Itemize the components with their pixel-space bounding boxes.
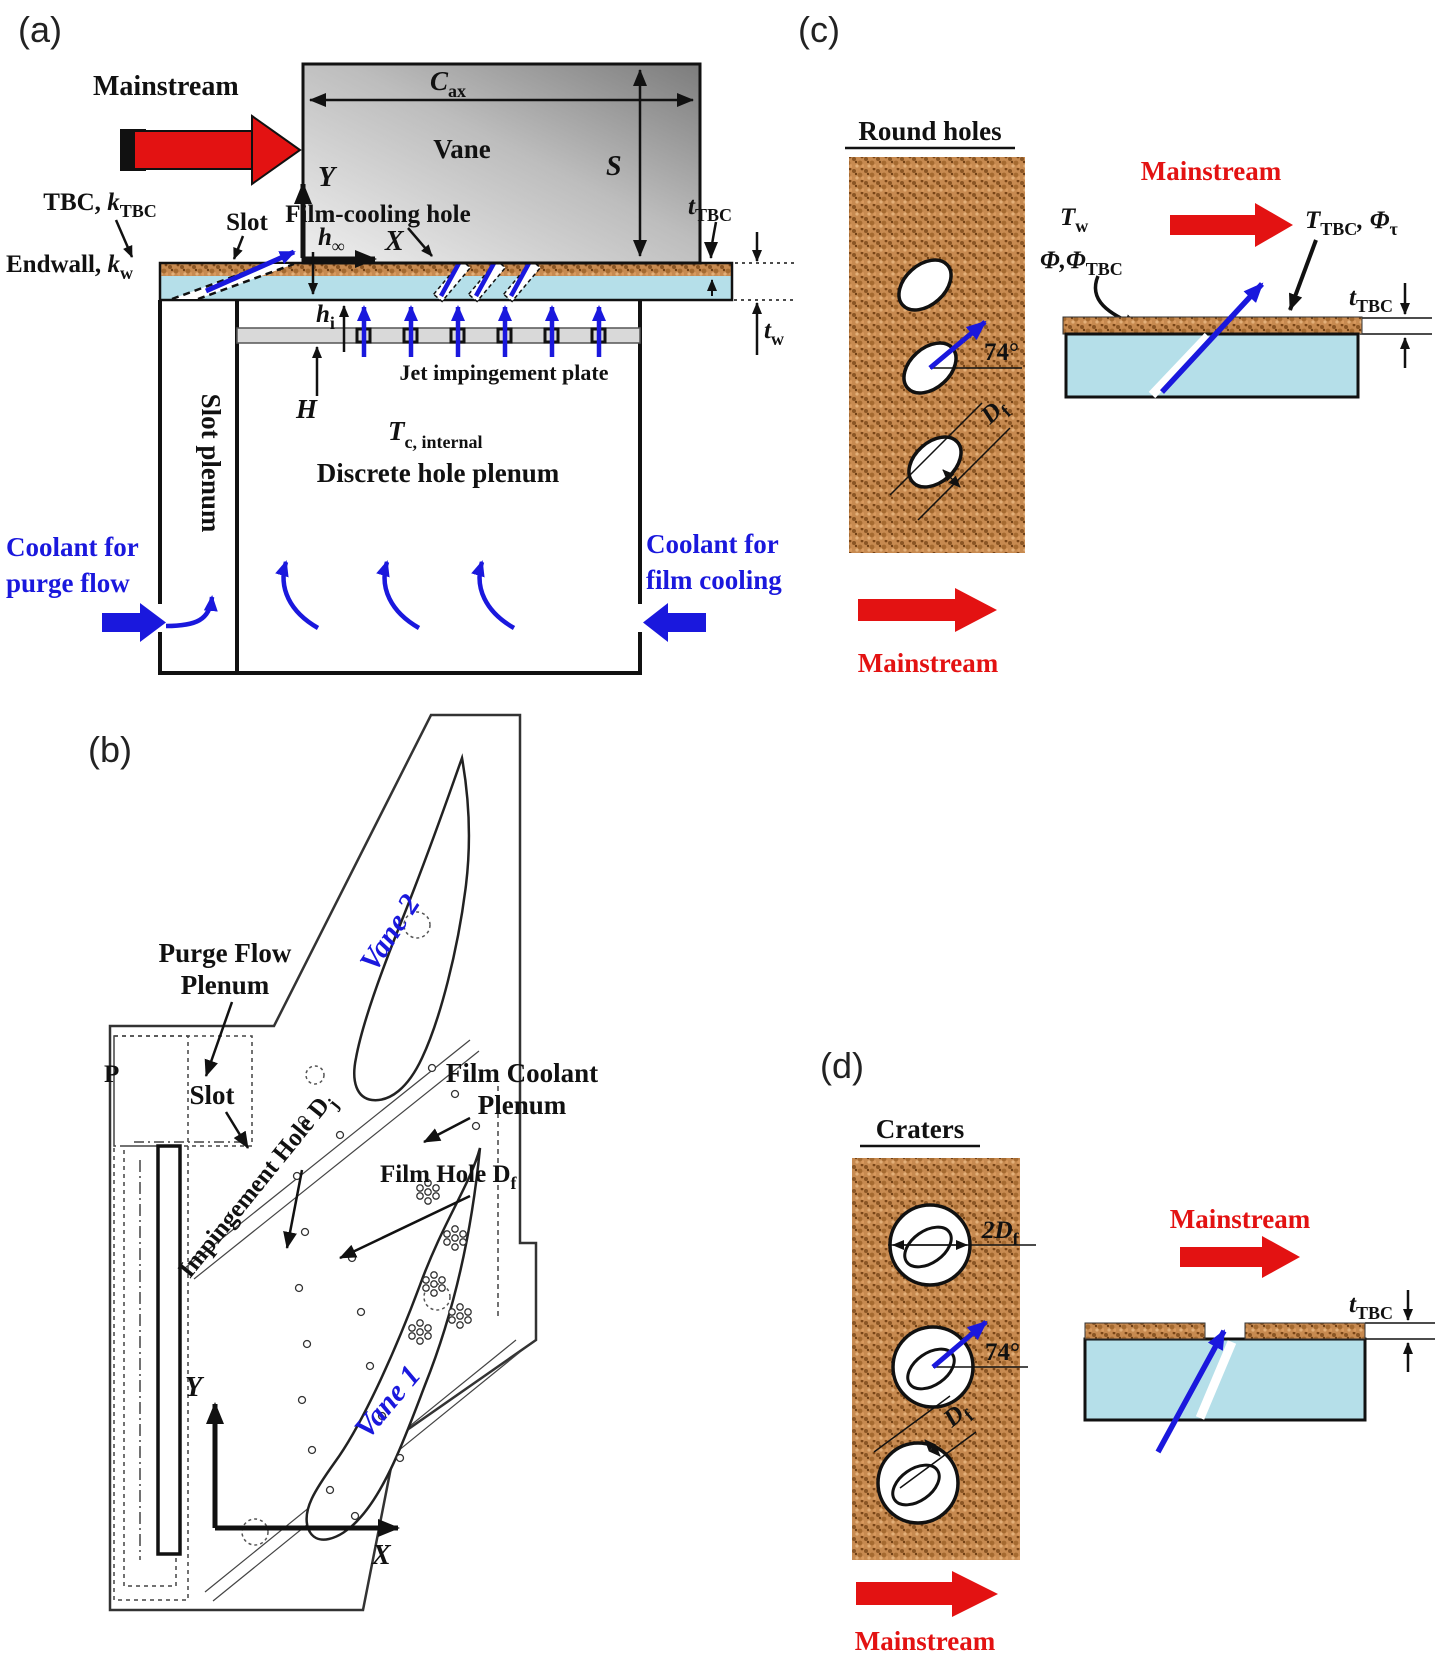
tw-label-c: Tw — [1060, 204, 1088, 236]
mainstream-label-c-plan: Mainstream — [858, 648, 999, 678]
phi-label-c: Φ,ΦTBC — [1040, 247, 1123, 279]
slot-callout-arrow — [232, 235, 245, 260]
s-label: S — [606, 151, 622, 182]
tbc-segment-left-d — [1084, 1322, 1206, 1340]
tbc-layer — [160, 263, 732, 276]
mainstream-arrow-c-plan — [858, 588, 997, 632]
slot-flow-arrow — [204, 249, 296, 294]
vane-label: Vane — [433, 134, 491, 164]
slot-plenum-label: Slot plenum — [196, 394, 226, 533]
panel-c-tag: (c) — [798, 9, 840, 50]
mainstream-arrow — [120, 114, 302, 186]
x-axis-label: X — [384, 226, 405, 257]
impingement-jet-arrows — [357, 305, 606, 357]
dashed-hole-circles — [241, 911, 451, 1546]
film-coolant-label-2: Plenum — [478, 1090, 567, 1120]
mainstream-label-c-side: Mainstream — [1141, 156, 1282, 186]
film-cooling-hole-label: Film-cooling hole — [285, 201, 470, 228]
vane-2-airfoil — [353, 753, 471, 1102]
coolant-purge-label-2: purge flow — [6, 568, 130, 598]
ttbc-callout-arrow — [1288, 239, 1318, 311]
film-coolant-arrow — [423, 1116, 471, 1144]
discrete-plenum-label: Discrete hole plenum — [317, 458, 560, 488]
coolant-film-arrow — [643, 603, 706, 642]
film-hole-arrow — [339, 1194, 471, 1260]
tbc-segment-right-d — [1244, 1322, 1366, 1340]
slot-label: Slot — [226, 209, 268, 236]
hole-angle-arrow-d — [931, 1320, 988, 1369]
h-inf-label: h∞ — [318, 224, 345, 256]
t-tbc-arrow-a — [704, 221, 719, 259]
mainstream-arrow-d-plan — [856, 1571, 998, 1617]
vane-1-airfoil — [305, 1147, 482, 1541]
purge-plenum-arrow — [204, 1001, 234, 1077]
film-hole-label: Film Hole Df — [380, 1161, 518, 1193]
slot-cut — [171, 249, 296, 301]
two-df-label: 2Df — [981, 1217, 1020, 1249]
h-gap-label: H — [295, 394, 318, 424]
coolant-purge-label-1: Coolant for — [6, 532, 139, 562]
coolant-jet-arrow-c — [1159, 282, 1265, 394]
film-hole-dots — [292, 1063, 481, 1521]
t-tbc-label-c: tTBC — [1349, 284, 1393, 316]
jet-plate-label: Jet impingement plate — [400, 360, 609, 385]
h-i-label: hi — [316, 301, 335, 333]
wall-c — [1064, 332, 1360, 399]
panel-b-tag: (b) — [88, 729, 132, 770]
round-holes-title: Round holes — [858, 116, 1001, 146]
panel-b: (b) Purge Flow Plenum P — [88, 713, 598, 1612]
mainstream-arrow-d-side — [1180, 1236, 1300, 1278]
mainstream-label: Mainstream — [93, 71, 239, 102]
coolant-purge-arrow — [102, 603, 166, 642]
impingement-hole-label: Impingement Hole Dj — [173, 1088, 342, 1287]
ttbc-phi-label-c: TTBC, Φτ — [1305, 207, 1399, 239]
t-w-label: tw — [764, 317, 784, 349]
coolant-film-label-1: Coolant for — [646, 529, 779, 559]
crater-3 — [876, 1441, 960, 1525]
slot-channel — [156, 1144, 182, 1556]
film-cooling-hole-arrow — [407, 227, 433, 257]
mainstream-arrow-c-side — [1170, 203, 1293, 247]
craters-title: Craters — [876, 1114, 964, 1144]
y-axis-label-b: Y — [185, 1372, 205, 1403]
film-coolant-label-1: Film Coolant — [446, 1058, 598, 1088]
df-dimension-d — [873, 1395, 977, 1489]
panel-c: (c) Round holes 74° Df Mainstream Mainst… — [798, 9, 1432, 678]
slot-arrow-b — [224, 1111, 250, 1149]
plenum-walls — [158, 300, 642, 675]
plenum-flow-arrows — [165, 560, 516, 630]
tc-internal-label: Tc, internal — [388, 416, 483, 452]
x-axis-label-b: X — [371, 1540, 392, 1571]
t-tbc-label-d: tTBC — [1349, 1291, 1393, 1323]
tbc-k-label: TBC, kTBC — [43, 189, 156, 221]
mainstream-label-d-side: Mainstream — [1170, 1204, 1311, 1234]
df-dimension-c — [889, 402, 1011, 521]
coolant-jet-arrow-d — [1155, 1329, 1227, 1454]
angle-label-d: 74° — [985, 1339, 1020, 1366]
hole-angle-arrow-c — [928, 320, 987, 370]
endwall-k-label: Endwall, kw — [6, 251, 133, 283]
purge-plenum-label-1: Purge Flow — [159, 938, 292, 968]
coolant-film-label-2: film cooling — [646, 565, 782, 595]
tbc-callout-arrow — [114, 219, 134, 258]
y-axis-label: Y — [318, 162, 338, 193]
mainstream-label-d-plan: Mainstream — [855, 1626, 996, 1656]
jet-impingement-plate — [236, 327, 641, 344]
slot-label-b: Slot — [189, 1080, 234, 1110]
panel-d-tag: (d) — [820, 1045, 864, 1086]
tbc-layer-c — [1062, 316, 1363, 335]
film-hole-channel-c — [1148, 332, 1212, 399]
panel-a: (a) — [6, 9, 795, 675]
impingement-hole-arrow — [283, 1169, 304, 1249]
angle-label-c: 74° — [984, 339, 1019, 366]
cax-label: Cax — [430, 66, 466, 101]
panel-d: (d) Craters 2Df 74° Df Mainstream Mainst… — [820, 1045, 1435, 1656]
t-tbc-label-a: tTBC — [688, 193, 732, 225]
crater-channel-d — [1195, 1340, 1237, 1420]
purge-plenum-label-2: Plenum — [181, 970, 270, 1000]
panel-a-tag: (a) — [18, 9, 62, 50]
p-label: P — [104, 1061, 119, 1088]
